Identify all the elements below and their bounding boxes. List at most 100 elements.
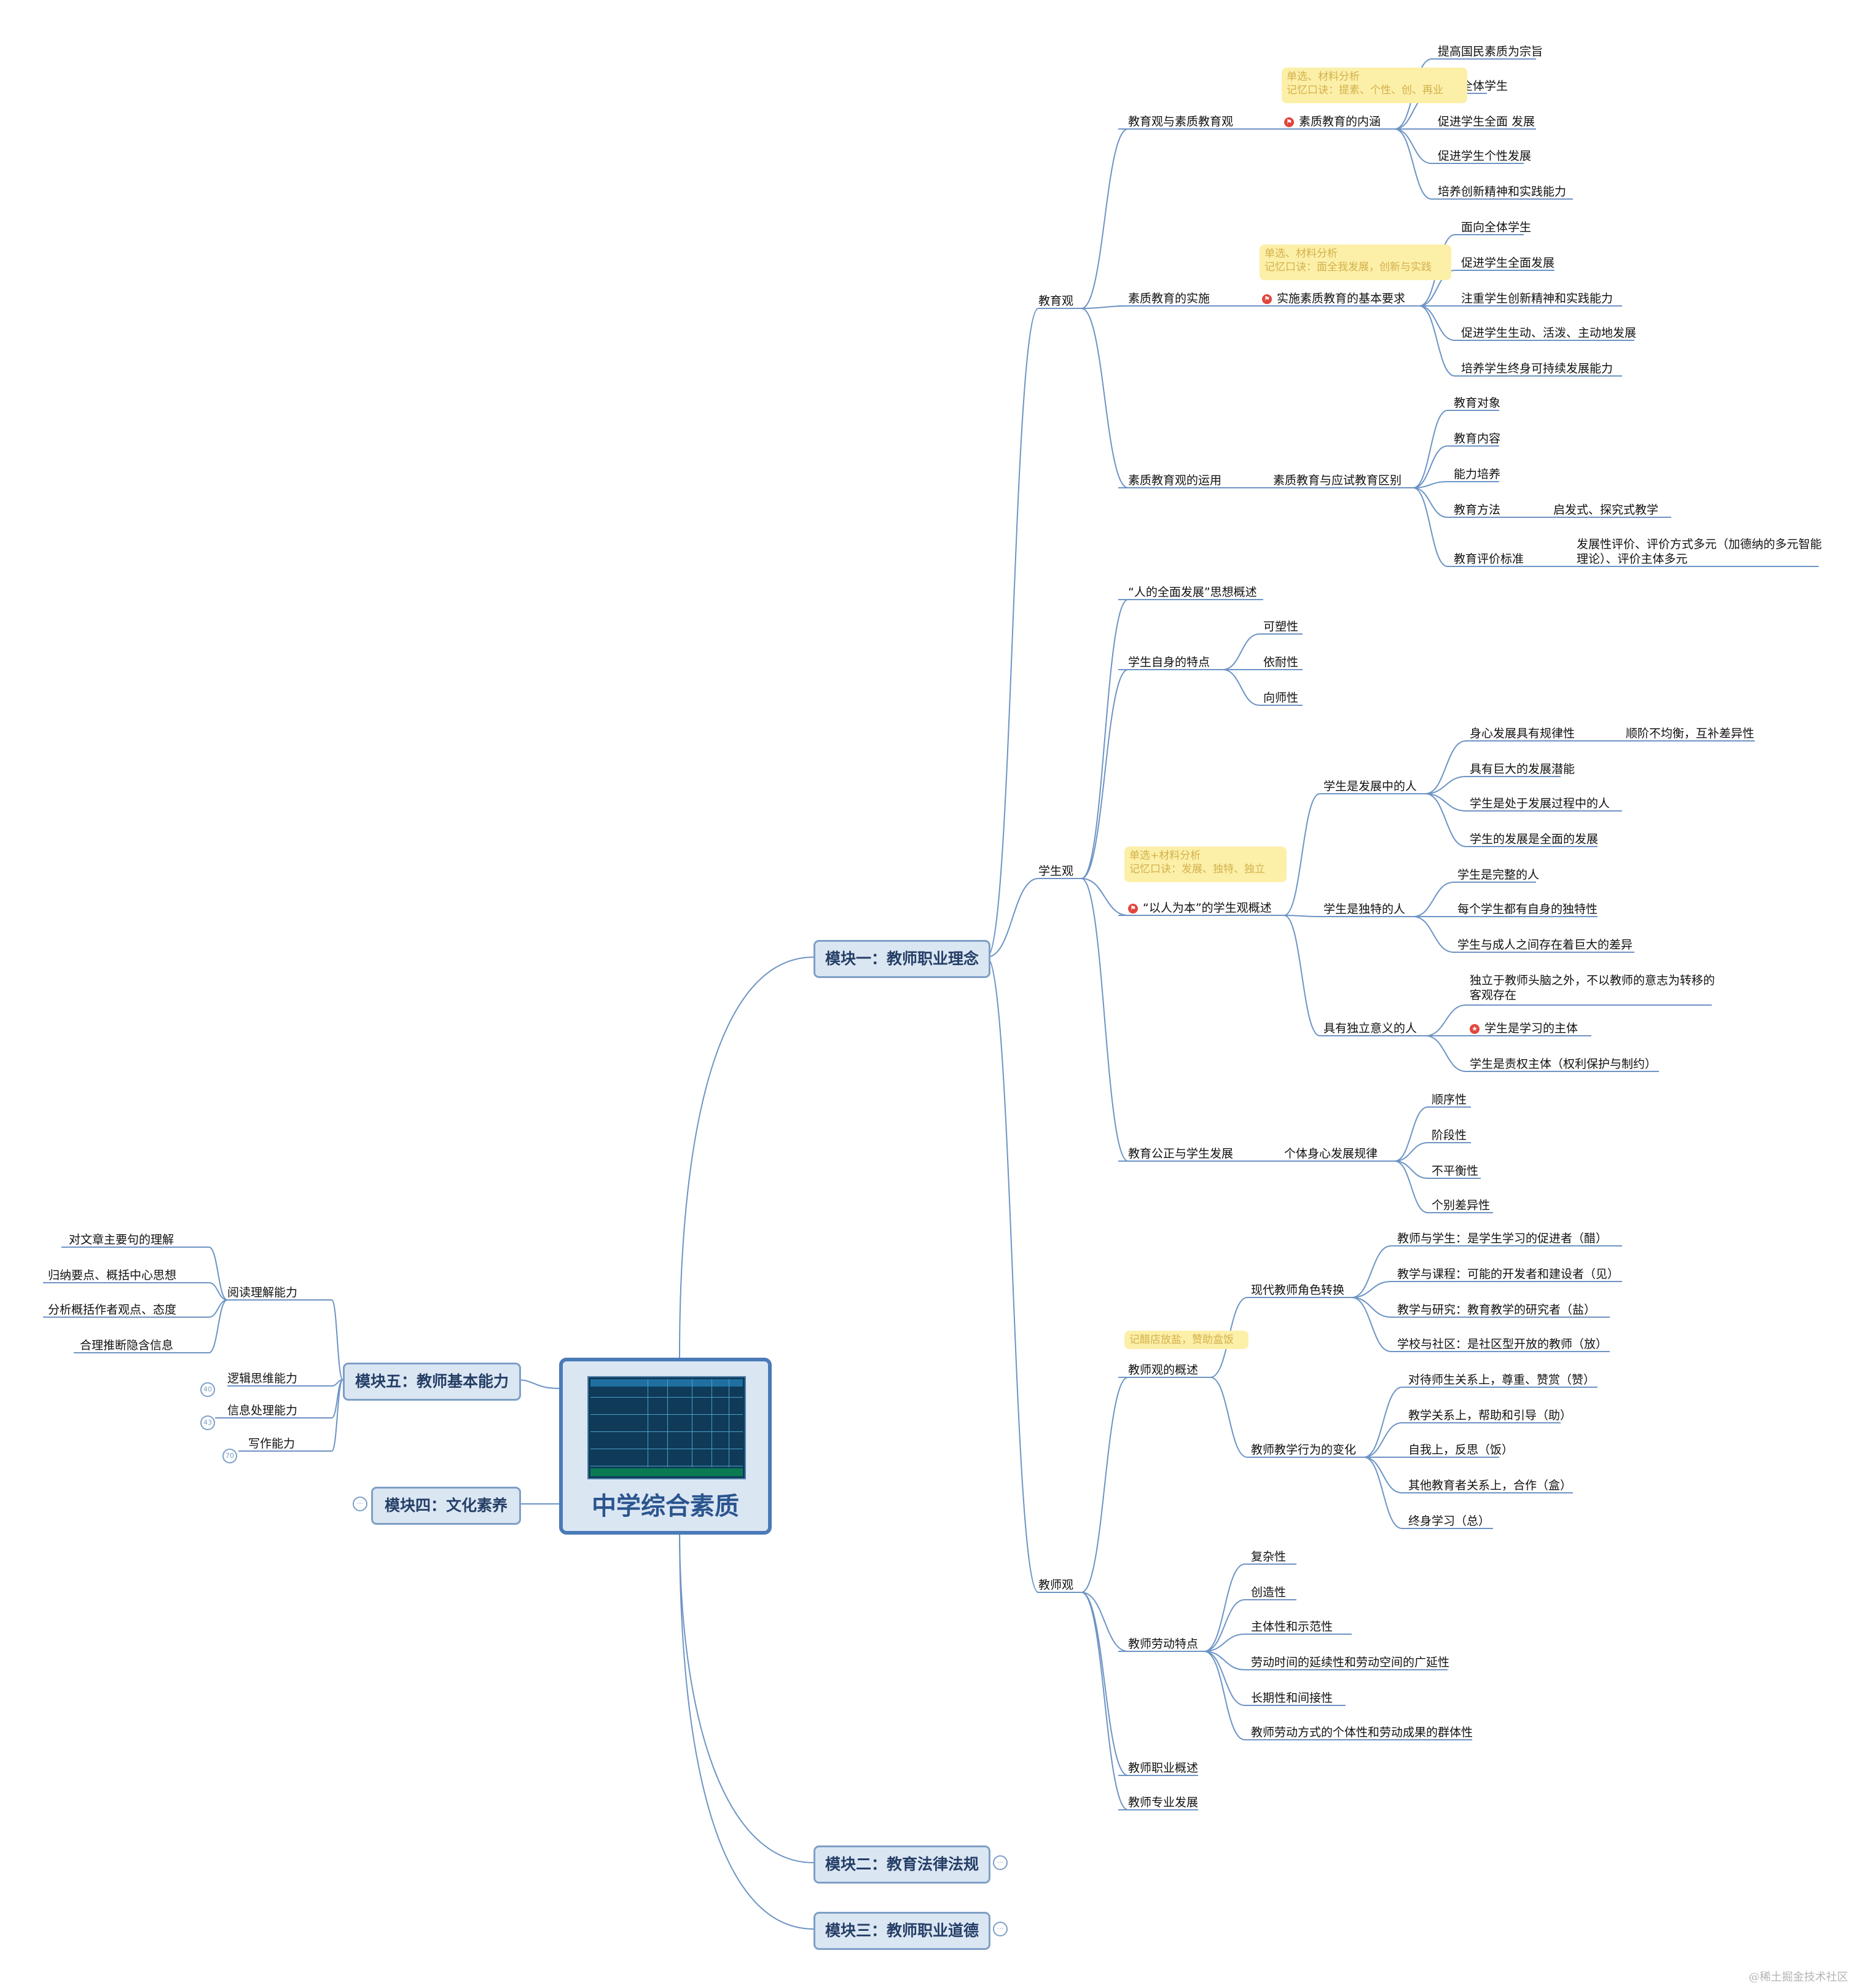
- branch-module-1[interactable]: 模块一：教师职业理念: [813, 940, 990, 978]
- leaf-item[interactable]: 提高国民素质为宗旨: [1438, 45, 1543, 58]
- topic-duli-yiyi[interactable]: 具有独立意义的人: [1323, 1022, 1417, 1035]
- leaf-item[interactable]: 身心发展具有规律性: [1470, 727, 1575, 740]
- leaf-item[interactable]: 发展性评价、评价方式多元（加德纳的多元智能理论）、评价主体多元: [1577, 538, 1822, 566]
- topic-yuedu-lijie[interactable]: 阅读理解能力: [227, 1286, 298, 1299]
- leaf-item[interactable]: 劳动时间的延续性和劳动空间的广延性: [1251, 1656, 1450, 1669]
- leaf-item[interactable]: 能力培养: [1454, 468, 1501, 481]
- leaf-item[interactable]: 每个学生都有自身的独特性: [1457, 902, 1598, 916]
- leaf-item[interactable]: 学生是完整的人: [1457, 868, 1540, 882]
- child-count-badge-logic[interactable]: 40: [200, 1382, 215, 1397]
- leaf-item[interactable]: 主体性和示范性: [1251, 1620, 1333, 1634]
- topic-zhuanye-fazhan[interactable]: 教师专业发展: [1128, 1796, 1199, 1809]
- topic-xingwei-bianhua[interactable]: 教师教学行为的变化: [1251, 1443, 1357, 1457]
- leaf-item[interactable]: 具有巨大的发展潜能: [1470, 762, 1575, 776]
- topic-xueshengguan[interactable]: 学生观: [1038, 864, 1074, 878]
- branch-module-3[interactable]: 模块三：教师职业道德: [813, 1912, 990, 1950]
- leaf-item[interactable]: 分析概括作者观点、态度: [48, 1303, 177, 1317]
- leaf-item[interactable]: 培养创新精神和实践能力: [1438, 185, 1567, 198]
- topic-jiaoshiguan-gaishu[interactable]: 教师观的概述: [1128, 1363, 1199, 1377]
- child-count-badge-info[interactable]: 43: [200, 1415, 215, 1430]
- topic-fazhan-guilv[interactable]: 个体身心发展规律: [1284, 1147, 1378, 1160]
- leaf-item[interactable]: 终身学习（总）: [1408, 1514, 1491, 1528]
- topic-jiaose-zhuanhuan[interactable]: 现代教师角色转换: [1251, 1283, 1345, 1297]
- topic-suzhi-jiaoyuguan[interactable]: 教育观与素质教育观: [1128, 115, 1234, 128]
- leaf-item[interactable]: 其他教育者关系上，合作（盒）: [1408, 1479, 1572, 1492]
- leaf-item[interactable]: 启发式、探究式教学: [1553, 503, 1659, 517]
- topic-zhiye-gaishu[interactable]: 教师职业概述: [1128, 1761, 1199, 1775]
- topic-yirenweiben[interactable]: ⚑“以人为本”的学生观概述: [1128, 901, 1272, 915]
- topic-suzhi-yunyong[interactable]: 素质教育观的运用: [1128, 474, 1222, 487]
- leaf-item[interactable]: 面向全体学生: [1461, 221, 1532, 234]
- leaf-item[interactable]: 促进学生全面发展: [1461, 256, 1555, 270]
- leaf-item[interactable]: 归纳要点、概括中心思想: [48, 1269, 177, 1282]
- topic-jiaoyuguan[interactable]: 教育观: [1038, 294, 1074, 308]
- leaf-item[interactable]: 对文章主要句的理解: [69, 1233, 174, 1246]
- leaf-item[interactable]: 注重学生创新精神和实践能力: [1461, 292, 1613, 305]
- leaf-item[interactable]: 教育方法: [1454, 503, 1501, 517]
- leaf-item[interactable]: 自我上，反思（饭）: [1408, 1443, 1514, 1457]
- topic-jibenyaoqiu[interactable]: ⚑实施素质教育的基本要求: [1262, 291, 1405, 306]
- topic-xiezuo[interactable]: 写作能力: [248, 1437, 296, 1450]
- leaf-item[interactable]: 学生的发展是全面的发展: [1470, 832, 1599, 846]
- leaf-item[interactable]: 教学与课程：可能的开发者和建设者（见）: [1397, 1267, 1620, 1281]
- branch-module-2[interactable]: 模块二：教育法律法规: [813, 1845, 990, 1884]
- leaf-item[interactable]: 创造性: [1251, 1586, 1287, 1599]
- note-callout[interactable]: 单选+材料分析记忆口诀：发展、独特、独立: [1124, 847, 1287, 882]
- leaf-item[interactable]: 可塑性: [1263, 620, 1299, 633]
- topic-dute-ren[interactable]: 学生是独特的人: [1323, 902, 1406, 916]
- topic-jiaoyu-gongzheng[interactable]: 教育公正与学生发展: [1128, 1147, 1234, 1160]
- expand-button-module-3[interactable]: ···: [993, 1922, 1008, 1936]
- leaf-item[interactable]: 不平衡性: [1432, 1164, 1479, 1178]
- leaf-item[interactable]: 培养学生终身可持续发展能力: [1461, 362, 1613, 375]
- leaf-item[interactable]: 教师与学生：是学生学习的促进者（醋）: [1397, 1232, 1608, 1245]
- branch-module-5[interactable]: 模块五：教师基本能力: [343, 1363, 521, 1401]
- root-title: 中学综合素质: [592, 1492, 739, 1520]
- leaf-item[interactable]: 学校与社区：是社区型开放的教师（放）: [1397, 1337, 1608, 1351]
- topic-yingshi-qubie[interactable]: 素质教育与应试教育区别: [1273, 474, 1402, 487]
- leaf-item[interactable]: 依耐性: [1263, 655, 1299, 669]
- leaf-item[interactable]: 顺序性: [1432, 1093, 1467, 1106]
- leaf-item[interactable]: 教师劳动方式的个体性和劳动成果的群体性: [1251, 1726, 1473, 1739]
- leaf-item[interactable]: 促进学生个性发展: [1438, 149, 1532, 163]
- leaf-item[interactable]: 学生与成人之间存在着巨大的差异: [1457, 938, 1633, 952]
- topic-suzhi-shishi[interactable]: 素质教育的实施: [1128, 292, 1210, 305]
- topic-jiaoshiguan[interactable]: 教师观: [1038, 1578, 1074, 1592]
- topic-xinxi-chuli[interactable]: 信息处理能力: [227, 1404, 298, 1417]
- leaf-item[interactable]: 向师性: [1263, 691, 1299, 705]
- leaf-item[interactable]: 复杂性: [1251, 1550, 1287, 1563]
- branch-module-4[interactable]: 模块四：文化素养: [371, 1487, 521, 1525]
- topic-suzhi-neihan[interactable]: ⚑素质教育的内涵: [1284, 114, 1381, 129]
- leaf-item[interactable]: 促进学生全面 发展: [1438, 115, 1535, 128]
- leaf-item[interactable]: 教育对象: [1454, 396, 1501, 410]
- leaf-item[interactable]: 合理推断隐含信息: [80, 1339, 174, 1352]
- leaf-item[interactable]: 顺阶不均衡，互补差异性: [1626, 727, 1755, 740]
- leaf-item[interactable]: 教育内容: [1454, 432, 1501, 445]
- connector: [1204, 1651, 1245, 1740]
- leaf-item[interactable]: 教学与研究：教育教学的研究者（盐）: [1397, 1303, 1596, 1317]
- root-topic[interactable]: 中学综合素质: [559, 1358, 772, 1535]
- leaf-item[interactable]: 个别差异性: [1432, 1199, 1491, 1212]
- note-callout[interactable]: 记醋店放盐，赞助盒饭: [1124, 1331, 1248, 1349]
- topic-xuesheng-tedian[interactable]: 学生自身的特点: [1128, 655, 1210, 669]
- leaf-item[interactable]: 阶段性: [1432, 1129, 1467, 1142]
- leaf-item[interactable]: 对待师生关系上，尊重、赞赏（赞）: [1408, 1373, 1596, 1387]
- leaf-item[interactable]: 促进学生生动、活泼、主动地发展: [1461, 326, 1637, 340]
- leaf-item[interactable]: 教学关系上，帮助和引导（助）: [1408, 1409, 1572, 1422]
- leaf-item[interactable]: ★学生是学习的主体: [1470, 1021, 1578, 1036]
- leaf-item[interactable]: 学生是处于发展过程中的人: [1470, 797, 1610, 810]
- leaf-item[interactable]: 全体学生: [1461, 79, 1508, 93]
- leaf-item[interactable]: 教育评价标准: [1454, 552, 1524, 566]
- leaf-item[interactable]: 学生是责权主体（权利保护与制约）: [1470, 1057, 1657, 1071]
- child-count-badge-write[interactable]: 70: [222, 1449, 237, 1463]
- expand-button-module-4[interactable]: ···: [353, 1497, 367, 1511]
- connector: [331, 1379, 343, 1452]
- topic-laodong-tedian[interactable]: 教师劳动特点: [1128, 1637, 1199, 1651]
- leaf-item[interactable]: 长期性和间接性: [1251, 1691, 1333, 1705]
- topic-fazhan-zhong[interactable]: 学生是发展中的人: [1323, 780, 1417, 793]
- note-callout[interactable]: 单选、材料分析记忆口诀：提素、个性、创、再业: [1282, 68, 1467, 103]
- leaf-item[interactable]: 独立于教师头脑之外，不以教师的意志为转移的客观存在: [1470, 974, 1715, 1002]
- topic-luoji-siwei[interactable]: 逻辑思维能力: [227, 1372, 298, 1385]
- expand-button-module-2[interactable]: ···: [993, 1855, 1008, 1870]
- note-callout[interactable]: 单选、材料分析记忆口诀：面全我发展，创新与实践: [1260, 245, 1451, 280]
- topic-quanmian-fazhan[interactable]: “人的全面发展”思想概述: [1128, 585, 1257, 599]
